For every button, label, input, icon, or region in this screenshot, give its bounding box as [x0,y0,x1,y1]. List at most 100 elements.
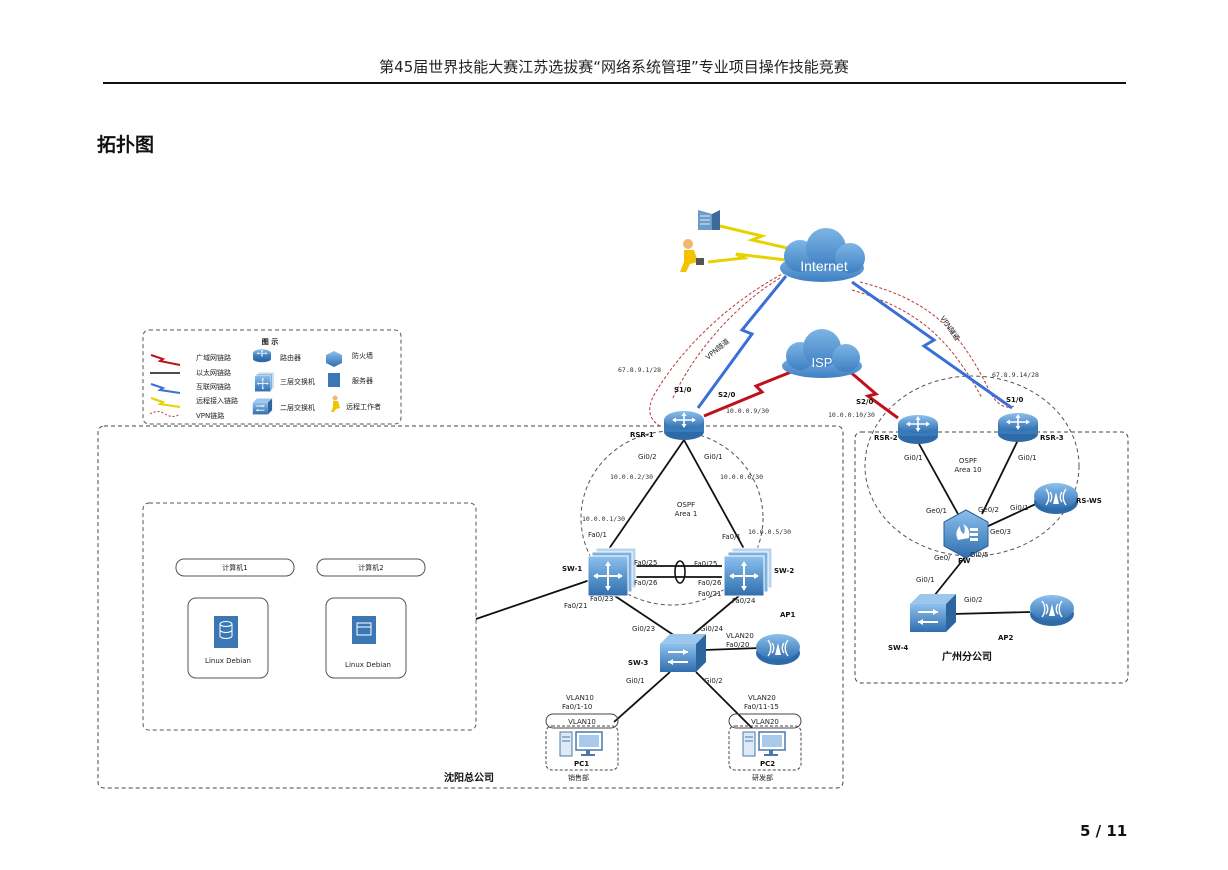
legend-worker-icon [331,395,340,412]
sw3-label: SW-3 [628,659,648,667]
if-rsr2-s20: S2/0 [856,398,873,406]
legend-firewall-icon [326,351,342,367]
if-sw1-fa026: Fa0/26 [634,579,658,587]
svg-text:Internet: Internet [800,258,848,274]
ospf-area10-sub: Area 10 [954,466,981,474]
ap1-icon [755,633,801,666]
if-sw2-fa024: Fa0/24 [732,597,756,605]
remote-link-worker [707,252,787,264]
ip-rsr1-wan: 67.8.9.1/28 [618,366,661,374]
etherchannel-ring [674,560,686,584]
if-sw3-gi02: Gi0/2 [704,677,723,685]
if-sw3-gi01: Gi0/1 [626,677,645,685]
legend-vpn-swatch [149,411,181,417]
rsr1-router [663,410,705,441]
if-fw-ge02: Ge0/2 [978,506,999,514]
sw2-label: SW-2 [774,567,794,575]
if-sw1-fa01: Fa0/1 [588,531,607,539]
legend-inet-swatch [150,383,181,394]
rsr3-label: RSR-3 [1040,434,1064,442]
legend-inet-label: 互联网链路 [196,382,231,391]
document-header: 第45届世界技能大赛江苏选拔赛“网络系统管理”专业项目操作技能竞赛 [379,58,849,76]
ip-rsr2-isp: 10.0.0.10/30 [828,411,875,419]
pc2-vlan-pill: VLAN20 [751,718,779,726]
legend-title: 图 示 [262,337,278,346]
header-rule [103,82,1126,84]
sw4-switch [909,593,957,633]
firewall-icon [943,509,989,559]
shenyang-site-box [97,425,844,789]
legend-wan-swatch [150,354,181,366]
vpn-label-right: VPN隧道 [938,314,962,342]
rsws-icon [1033,482,1079,515]
ip-r1-sw2: 10.0.0.6/30 [720,473,763,481]
if-fw-ge03: Ge0/3 [990,528,1011,536]
legend-remote-label: 远程接入链路 [196,396,238,405]
computer1-title-pill [175,558,295,577]
rsr2-router [897,414,939,445]
sw1-label: SW-1 [562,565,582,573]
ospf-area1-label: OSPF [677,501,695,509]
legend-router-icon [252,348,272,363]
if-sw1-fa021: Fa0/21 [564,602,587,610]
ap1-label: AP1 [780,611,796,619]
remote-link-building [719,224,797,252]
pc2-dept: 研发部 [752,773,773,782]
building-icon [698,210,720,230]
legend-box [142,329,402,425]
fw-label: FW [958,557,971,565]
rsr3-router [997,412,1039,443]
computer2-title: 计算机2 [358,563,383,572]
if-rsr2-gi01: Gi0/1 [904,454,923,462]
sw4-label: SW-4 [888,644,908,652]
if-fw-ge01: Ge0/1 [926,507,947,515]
if-rsr1-gi01: Gi0/1 [704,453,723,461]
legend-remote-swatch [150,397,181,408]
ap2-label: AP2 [998,634,1014,642]
pc1-vlan-pill: VLAN10 [568,718,596,726]
ip-rsr1-isp: 10.0.0.9/30 [726,407,769,415]
pc2-vlan-label: VLAN20 [748,694,776,702]
legend-eth-label: 以太网链路 [196,368,231,377]
vpn-tunnel-right [859,281,1015,408]
pc1-label: PC1 [574,760,589,768]
ospf-area1-circle [580,430,764,606]
guangzhou-site-label: 广州分公司 [942,650,992,663]
if-sw2-fa021: Fa0/21 [698,590,721,598]
sw3-switch [659,633,707,673]
if-sw1-fa025: Fa0/25 [634,559,657,567]
ospf-area10-circle [864,375,1080,557]
ip-sw1-r1: 10.0.0.1/30 [582,515,625,523]
legend-l2-label: 二层交换机 [280,403,315,412]
wan-link-rsr1-isp [703,364,807,418]
if-sw1-fa023: Fa0/23 [590,595,613,603]
if-rsr3-s10: S1/0 [1006,396,1023,404]
if-sw2-fa01: Fa0/1 [722,533,741,541]
legend-server-label: 服务器 [352,376,373,385]
if-sw2-fa026: Fa0/26 [698,579,722,587]
computer1-title: 计算机1 [222,563,247,572]
if-rsr3-gi01: Gi0/1 [1018,454,1037,462]
ip-rsr3-wan: 67.8.9.14/28 [992,371,1039,379]
vpn-tunnel-left [649,269,791,427]
if-sw4-gi02: Gi0/2 [964,596,983,604]
page-number: 5 / 11 [1080,822,1128,840]
vpn-label-left: VPN隧道 [704,336,731,361]
ip-r1-sw1: 10.0.0.2/30 [610,473,653,481]
legend-fw-label: 防火墙 [352,351,373,360]
legend-l2-icon [252,398,273,415]
computer2-os: Linux Debian [345,661,391,669]
computer1-os: Linux Debian [205,657,251,665]
legend-server-icon [328,373,340,387]
if-rsws-gi01: Gi0/1 [1010,504,1029,512]
if-sw3-gi023: Gi0/23 [632,625,655,633]
isp-cloud: ISP [782,329,862,378]
page-title: 拓扑图 [97,134,155,156]
if-sw3-gi024: Gi0/24 [700,625,724,633]
rsws-label: RS-WS [1076,497,1102,505]
remote-worker-icon [680,239,704,272]
sw1-switch [587,547,637,597]
ospf-area1-sub: Area 1 [675,510,698,518]
pc2-label: PC2 [760,760,775,768]
